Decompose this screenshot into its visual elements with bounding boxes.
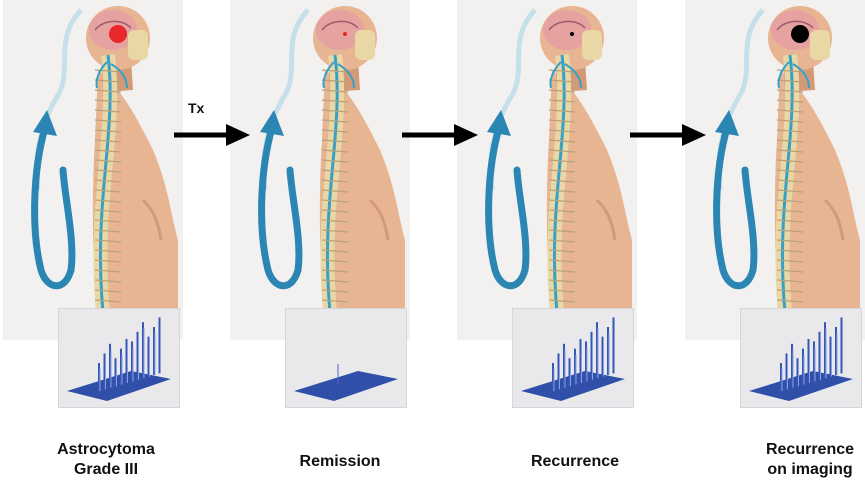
treatment-label: Tx <box>188 100 204 116</box>
caption-recurrence: Recurrence <box>485 452 665 472</box>
csf-flow-arrow <box>262 128 299 286</box>
caption-recurrence-imaging: Recurrence on imaging <box>720 440 865 480</box>
right-arrow-icon <box>400 120 480 150</box>
human-spine-illustration <box>230 0 410 340</box>
skull-face <box>355 30 375 60</box>
plot-floor <box>294 371 398 401</box>
plot-floor <box>521 371 625 401</box>
csf-flow-faint <box>719 10 763 190</box>
plot-floor <box>67 371 171 401</box>
flow-arrowhead-icon <box>715 110 739 136</box>
flow-arrowhead-icon <box>260 110 284 136</box>
skull-face <box>128 30 148 60</box>
csf-flow-arrow <box>489 128 526 286</box>
right-arrow-icon <box>172 120 252 150</box>
human-spine-illustration <box>685 0 865 340</box>
tumor-marker <box>570 32 574 36</box>
tumor-marker <box>791 25 809 43</box>
csf-flow-faint <box>491 10 535 190</box>
spectrum-plot <box>58 308 180 408</box>
csf-flow-arrow <box>717 128 754 286</box>
caption-astrocytoma: Astrocytoma Grade III <box>16 440 196 480</box>
spectrum-plot <box>740 308 862 408</box>
human-spine-illustration <box>3 0 183 340</box>
caption-remission: Remission <box>250 452 430 472</box>
csf-flow-faint <box>37 10 81 190</box>
skull-face <box>582 30 602 60</box>
right-arrow-icon <box>628 120 708 150</box>
spectrum-plot <box>285 308 407 408</box>
panel-recurrence <box>457 0 637 340</box>
tumor-marker <box>343 32 347 36</box>
panel-astrocytoma <box>3 0 183 340</box>
panel-recurrence-imaging <box>685 0 865 340</box>
skull-face <box>810 30 830 60</box>
human-spine-illustration <box>457 0 637 340</box>
csf-flow-arrow <box>35 128 72 286</box>
panel-remission <box>230 0 410 340</box>
spectrum-plot <box>512 308 634 408</box>
flow-arrowhead-icon <box>487 110 511 136</box>
csf-flow-faint <box>264 10 308 190</box>
tumor-marker <box>109 25 127 43</box>
flow-arrowhead-icon <box>33 110 57 136</box>
plot-floor <box>749 371 853 401</box>
